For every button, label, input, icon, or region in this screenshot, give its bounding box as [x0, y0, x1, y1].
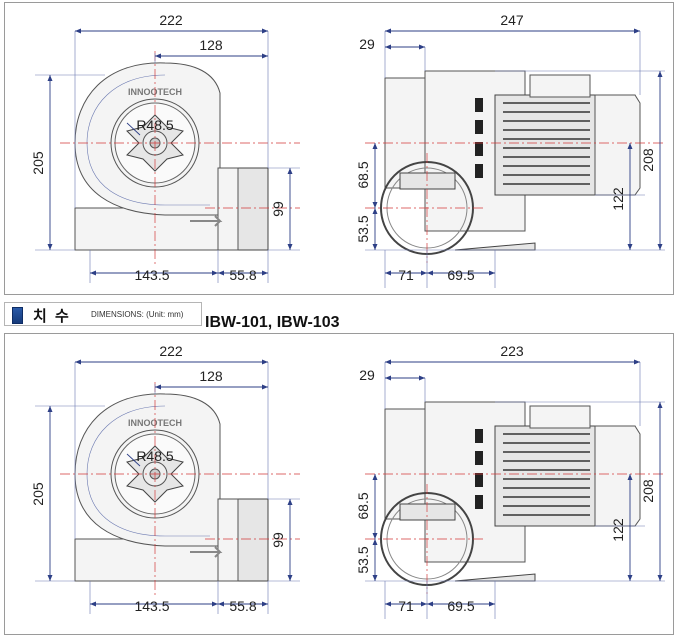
- offset-dim: 29: [359, 36, 375, 52]
- base-b1-dim: 71: [398, 598, 414, 614]
- shaft-height-dim: 68.5: [355, 161, 371, 188]
- section-title: 치 수: [33, 308, 71, 325]
- vent-slot: [475, 473, 483, 487]
- motor-center-dim: 122: [610, 187, 626, 211]
- terminal-box: [529, 74, 591, 98]
- outlet-height-dim: 53.5: [355, 215, 371, 242]
- mounting-foot: [454, 573, 536, 582]
- side-height-dim: 208: [640, 148, 656, 172]
- height-dim: 205: [30, 151, 46, 175]
- base-b2-dim: 69.5: [447, 267, 474, 283]
- shaft-height-dim: 68.5: [355, 492, 371, 519]
- airflow-arrow-icon: [190, 215, 223, 227]
- offset-dim: 29: [359, 367, 375, 383]
- outlet-flange: [399, 503, 456, 521]
- base-b2-dim: 69.5: [447, 598, 474, 614]
- vent-slot: [475, 120, 483, 134]
- half-width-dim: 128: [199, 37, 223, 53]
- base-left-dim: 143.5: [134, 267, 169, 283]
- vent-slot: [475, 429, 483, 443]
- outlet-height-dim: 53.5: [355, 546, 371, 573]
- outlet-flange: [399, 172, 456, 190]
- side-width-dim: 223: [500, 343, 524, 359]
- dimensions-header: 치 수 DIMENSIONS: (Unit: mm): [4, 302, 202, 326]
- base-b1-dim: 71: [398, 267, 414, 283]
- vent-slot: [475, 164, 483, 178]
- inlet-plate: [384, 408, 428, 520]
- base-left-dim: 143.5: [134, 598, 169, 614]
- width-dim: 222: [159, 12, 183, 28]
- mounting-foot: [454, 242, 536, 251]
- base-right-dim: 55.8: [229, 598, 256, 614]
- section-marker-icon: [12, 307, 23, 324]
- side-width-dim: 247: [500, 12, 524, 28]
- units-note: DIMENSIONS: (Unit: mm): [91, 310, 184, 319]
- width-dim: 222: [159, 343, 183, 359]
- terminal-box: [529, 405, 591, 429]
- outlet-dim: 99: [270, 201, 286, 217]
- vent-slot: [475, 451, 483, 465]
- radius-label: R48.5: [136, 448, 174, 464]
- height-dim: 205: [30, 482, 46, 506]
- vent-slot: [475, 495, 483, 509]
- base-right-dim: 55.8: [229, 267, 256, 283]
- side-view: 247 29 208 68.5 53.5 122 71 69.5: [355, 12, 665, 288]
- motor-endcap: [594, 94, 641, 196]
- half-width-dim: 128: [199, 368, 223, 384]
- motor-center-dim: 122: [610, 518, 626, 542]
- motor-endcap: [594, 425, 641, 527]
- model-names: IBW-101, IBW-103: [205, 314, 340, 331]
- radius-label: R48.5: [136, 117, 174, 133]
- side-height-dim: 208: [640, 479, 656, 503]
- vent-slot: [475, 98, 483, 112]
- airflow-arrow-icon: [190, 546, 223, 558]
- outlet-dim: 99: [270, 532, 286, 548]
- inlet-plate: [384, 77, 428, 189]
- side-view: 223 29 208 68.5 53.5 122 71 69.5: [355, 343, 665, 619]
- vent-slot: [475, 142, 483, 156]
